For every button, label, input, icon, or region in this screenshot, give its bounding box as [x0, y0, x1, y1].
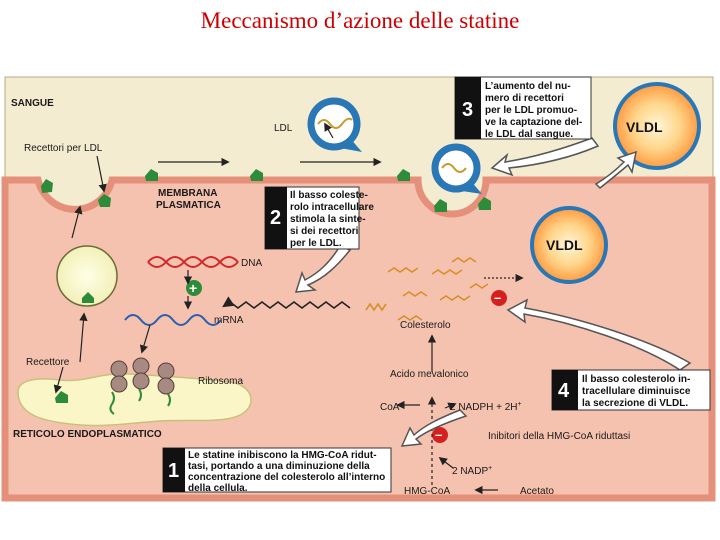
ldl-bound-particle	[431, 143, 482, 194]
label-acetato: Acetato	[520, 486, 554, 497]
label-nadph-text: 2 NADPH + 2H	[450, 402, 518, 413]
vesicle	[56, 245, 118, 307]
step-1-line-4: della cellula.	[188, 483, 248, 494]
step-1-line-1: Le statine inibiscono la HMG-CoA ridut-	[188, 450, 377, 461]
label-nadp-text: 2 NADP	[452, 466, 488, 477]
step-2-number: 2	[270, 207, 281, 229]
vldl-mid-label: VLDL	[546, 237, 583, 253]
mrna-strand	[124, 314, 222, 326]
callout-arrows	[294, 137, 692, 447]
label-inibitori: Inibitori della HMG-CoA riduttasi	[488, 431, 630, 442]
step-2-line-4: si dei recettori	[290, 226, 359, 237]
step-3-line-2: mero di recettori	[485, 93, 564, 104]
nascent-proteins	[109, 388, 171, 415]
step-3-box: 3 L’aumento del nu- mero di recettori pe…	[454, 76, 592, 140]
vldl-particle-top	[613, 82, 701, 170]
step-4-line-3: la secrezione di VLDL.	[582, 398, 688, 409]
vldl-particle-mid	[530, 206, 608, 284]
label-nadph: 2 NADPH + 2H+	[450, 401, 522, 413]
step-3-line-3: per le LDL promuo-	[485, 105, 577, 116]
step-4-box: 4 Il basso colesterolo in- tracellulare …	[551, 369, 711, 411]
label-dna: DNA	[241, 258, 262, 269]
step-1-box: 1 Le statine inibiscono la HMG-CoA ridut…	[162, 447, 392, 494]
step-2-line-5: per le LDL.	[290, 238, 342, 249]
label-reticolo: RETICOLO ENDOPLASMATICO	[13, 429, 162, 440]
membrane-receptors	[41, 169, 491, 403]
label-recettore: Recettore	[26, 357, 70, 368]
cholesterol-molecules	[365, 257, 489, 321]
step-3-line-4: ve la captazione del-	[485, 117, 582, 128]
label-mrna: mRNA	[214, 315, 244, 326]
step-2-line-3: stimola la sinte-	[290, 214, 366, 225]
label-nadph-sup: +	[518, 401, 522, 408]
step-1-line-2: tasi, portando a una diminuzione della	[188, 461, 370, 472]
step-3-number: 3	[462, 99, 473, 121]
label-membrana-1: MEMBRANA	[158, 188, 217, 199]
step-1-line-3: concentrazione del colesterolo all’inter…	[188, 472, 385, 483]
label-sangue: SANGUE	[11, 98, 54, 109]
minus-symbol-vldl: –	[491, 290, 507, 306]
step-4-line-2: tracellulare diminuisce	[582, 386, 691, 397]
step-3-line-1: L’aumento del nu-	[485, 81, 571, 92]
ldl-particle	[307, 97, 362, 152]
vesicle-receptor	[82, 292, 94, 303]
plus-sign: +	[189, 280, 197, 296]
label-coa: CoA	[380, 402, 400, 413]
pathway-arrows	[53, 122, 524, 495]
step-2-box: 2 Il basso coleste- rolo intracellulare …	[264, 186, 374, 250]
step-2-line-1: Il basso coleste-	[290, 190, 368, 201]
label-recettori-ldl: Recettori per LDL	[24, 143, 103, 154]
label-nadp-sup: +	[488, 465, 492, 472]
label-hmg-coa: HMG-CoA	[404, 486, 450, 497]
endoplasmic-reticulum	[17, 373, 252, 427]
dna-helix	[147, 256, 239, 268]
minus-sign-vldl: –	[494, 290, 501, 305]
label-acido-mevalonico: Acido mevalonico	[390, 369, 469, 380]
ribosomes	[110, 357, 175, 395]
signal-arrow	[222, 296, 351, 309]
minus-symbol-statin: –	[432, 427, 448, 443]
label-colesterolo: Colesterolo	[400, 320, 451, 331]
step-1-number: 1	[168, 460, 179, 482]
label-nadp: 2 NADP+	[452, 465, 492, 477]
page-title: Meccanismo d’azione delle statine	[200, 8, 520, 33]
step-4-line-1: Il basso colesterolo in-	[582, 374, 690, 385]
step-3-line-5: le LDL dal sangue.	[485, 129, 573, 140]
vldl-top-label: VLDL	[626, 119, 663, 135]
step-2-line-2: rolo intracellulare	[290, 202, 374, 213]
label-ldl: LDL	[274, 123, 293, 134]
step-4-number: 4	[558, 380, 570, 402]
minus-sign-statin: –	[435, 427, 442, 442]
label-membrana-2: PLASMATICA	[156, 200, 221, 211]
label-ribosoma: Ribosoma	[198, 376, 243, 387]
